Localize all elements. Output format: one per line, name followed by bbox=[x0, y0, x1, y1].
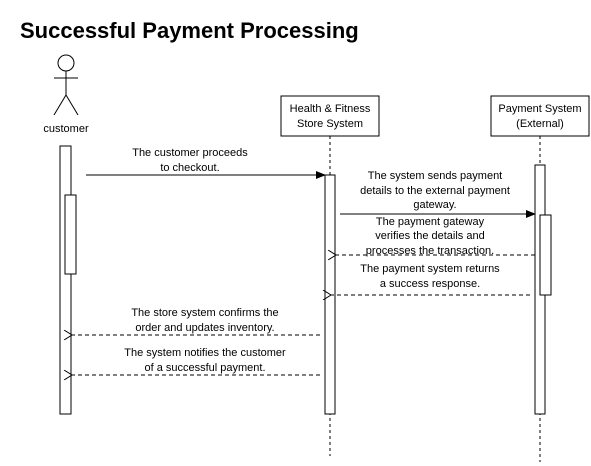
message-label-verify-line3: processes the transaction. bbox=[366, 245, 494, 257]
store-system-box bbox=[280, 95, 380, 137]
message-label-notify-line1: The system notifies the customer bbox=[124, 347, 286, 359]
message-label-confirm-order-line1: The store system confirms the bbox=[131, 307, 278, 319]
diagram-title: Successful Payment Processing bbox=[20, 18, 359, 43]
payment-system-nested-activation-bar bbox=[539, 214, 552, 296]
message-label-notify-line2: of a successful payment. bbox=[144, 362, 265, 374]
store-system-label-line1: Health & Fitness bbox=[290, 103, 371, 115]
payment-system-label-line2: (External) bbox=[516, 118, 564, 130]
payment-system-box bbox=[490, 95, 590, 137]
message-label-send-payment-line3: gateway. bbox=[413, 199, 456, 211]
message-label-confirm-order-line2: order and updates inventory. bbox=[135, 322, 274, 334]
message-label-checkout-line1: The customer proceeds bbox=[132, 147, 248, 159]
store-system-label-line2: Store System bbox=[297, 118, 363, 130]
customer-actor-icon bbox=[53, 54, 79, 116]
payment-system-label-line1: Payment System bbox=[498, 103, 581, 115]
message-label-verify-line1: The payment gateway bbox=[376, 216, 485, 228]
message-label-send-payment-line1: The system sends payment bbox=[368, 170, 503, 182]
customer-label: customer bbox=[43, 123, 89, 135]
message-label-verify-line2: verifies the details and bbox=[375, 230, 484, 242]
message-label-success-response-line2: a success response. bbox=[380, 278, 480, 290]
message-label-success-response-line1: The payment system returns bbox=[360, 263, 500, 275]
message-label-send-payment-line2: details to the external payment bbox=[360, 185, 510, 197]
customer-nested-activation-bar bbox=[64, 194, 77, 275]
customer-activation-bar bbox=[59, 145, 72, 415]
message-label-checkout-line2: to checkout. bbox=[160, 162, 219, 174]
